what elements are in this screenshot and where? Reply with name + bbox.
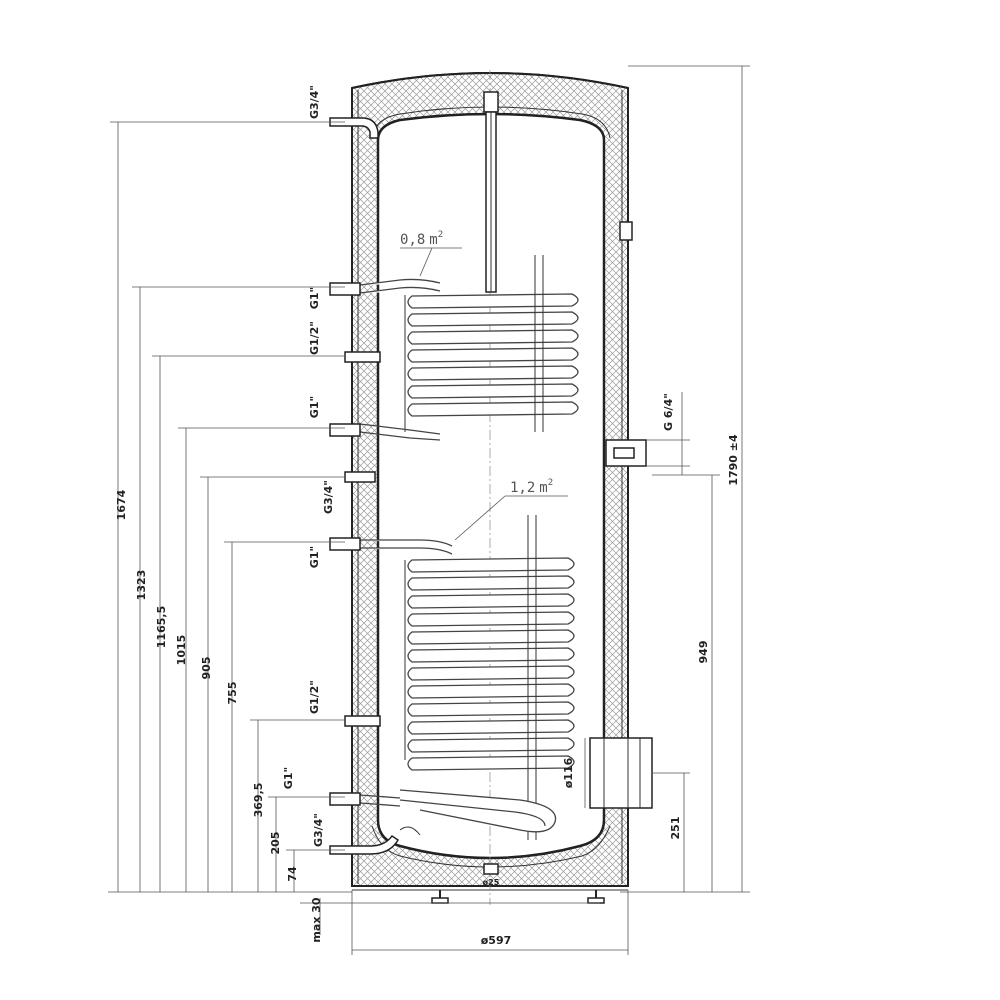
- height-label-1015: 1015: [175, 635, 188, 666]
- left-connections: [329, 117, 399, 855]
- upper-coil-value: 0,8: [400, 232, 425, 248]
- coil-turn: [407, 557, 575, 573]
- flange-diameter-label: ø116: [562, 757, 575, 788]
- bottom-dimensions: [300, 890, 629, 955]
- lower-coil: [359, 515, 575, 840]
- height-label-74: 74: [286, 866, 299, 882]
- connection-labels: G3/4" G1" G1/2" G1" G3/4" G1" G1/2" G1" …: [282, 85, 335, 847]
- width-label: ø597: [481, 934, 512, 947]
- lower-coil-unit: m: [539, 480, 547, 496]
- conn-label-3: G1/2": [308, 321, 321, 355]
- h251-label: 251: [669, 817, 682, 840]
- bottom-fitting-label: ø25: [483, 878, 500, 887]
- coil-turn: [407, 383, 579, 399]
- upper-coil: [359, 255, 579, 441]
- height-label-369: 369,5: [252, 783, 265, 818]
- coil-turn: [407, 683, 575, 699]
- height-labels: 1674 1323 1165,5 1015 905 755 369,5 205 …: [115, 489, 323, 942]
- svg-text:1,2m2: 1,2m2: [510, 478, 553, 496]
- conn-label-1: G3/4": [308, 85, 321, 119]
- anode-rod: [483, 91, 499, 293]
- svg-text:0,8m2: 0,8m2: [400, 230, 443, 248]
- coil-turn: [407, 311, 579, 327]
- upper-coil-exp: 2: [438, 230, 443, 240]
- coil-turn: [407, 293, 579, 309]
- height-label-1165: 1165,5: [155, 606, 168, 648]
- coil-turn: [407, 347, 579, 363]
- h949-label: 949: [697, 641, 710, 664]
- height-label-905: 905: [200, 657, 213, 680]
- heater-fitting: [605, 439, 647, 467]
- total-height-label: 1790 ±4: [727, 434, 740, 486]
- height-label-1323: 1323: [135, 570, 148, 601]
- coil-turn: [407, 329, 579, 345]
- coil-turn: [407, 647, 575, 663]
- anode-label: G 6/4": [662, 393, 675, 431]
- connection-cold-water: [329, 834, 399, 855]
- upper-coil-unit: m: [429, 232, 437, 248]
- height-label-1674: 1674: [115, 489, 128, 520]
- conn-label-5: G3/4": [322, 480, 335, 514]
- left-dimensions: [108, 121, 352, 893]
- inner-vessel: [376, 112, 606, 860]
- conn-label-4: G1": [308, 396, 321, 418]
- right-dimensions: [584, 65, 750, 893]
- max-label: max 30: [310, 897, 323, 942]
- coil-turn: [407, 629, 575, 645]
- coil-turn: [407, 365, 579, 381]
- coil-turn: [407, 737, 575, 753]
- right-fittings: [589, 221, 653, 809]
- coil-turn: [407, 719, 575, 735]
- coil-turn: [407, 755, 575, 771]
- coil-turn: [407, 701, 575, 717]
- conn-label-7: G1/2": [308, 680, 321, 714]
- coil-turn: [407, 575, 575, 591]
- lower-coil-exp: 2: [548, 478, 553, 488]
- coil-turn: [407, 665, 575, 681]
- inspection-flange: [589, 737, 653, 809]
- conn-label-9: G3/4": [312, 813, 325, 847]
- coil-turn: [407, 401, 579, 417]
- coil-turn: [407, 593, 575, 609]
- coil-turn: [407, 611, 575, 627]
- right-labels: 1790 ±4 G 6/4" 949 251 ø116: [562, 393, 740, 839]
- height-label-205: 205: [269, 832, 282, 855]
- lower-coil-value: 1,2: [510, 480, 535, 496]
- connection-hot-water: [329, 117, 379, 139]
- conn-label-8: G1": [282, 767, 295, 789]
- conn-label-6: G1": [308, 546, 321, 568]
- height-label-755: 755: [226, 682, 239, 705]
- conn-label-2: G1": [308, 287, 321, 309]
